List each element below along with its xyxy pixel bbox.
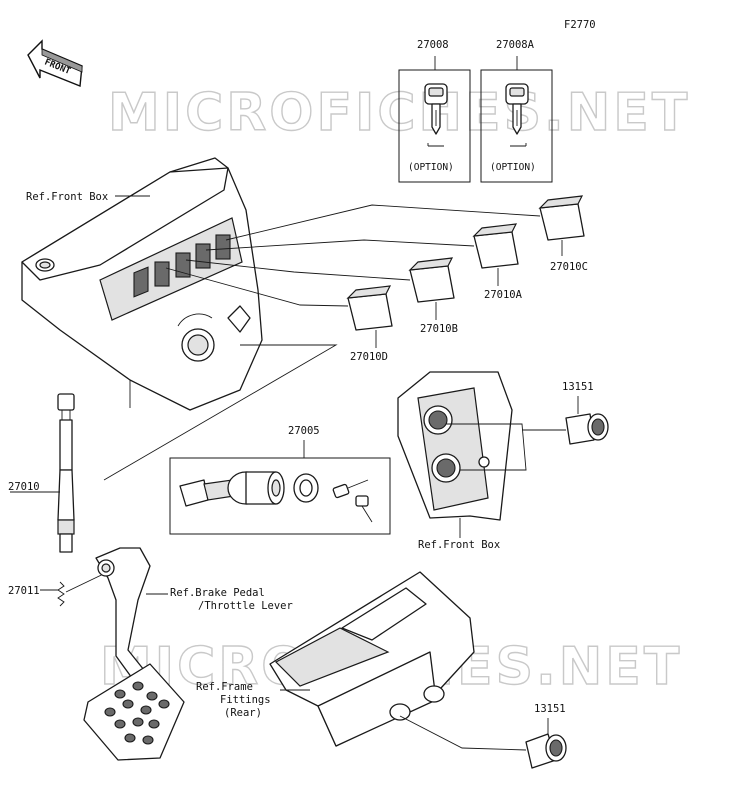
power-socket-bottom: [399, 715, 567, 769]
option-label-27008a: (OPTION): [490, 162, 536, 173]
ref-frame-3: (Rear): [224, 707, 262, 719]
part-label-27008a: 27008A: [496, 39, 535, 51]
rocker-switch-27010c: [538, 195, 585, 256]
ref-brake-pedal-1: Ref.Brake Pedal: [170, 587, 265, 599]
key-27008-box: [398, 56, 471, 183]
power-socket-top: [522, 396, 609, 445]
part-label-27010c: 27010C: [550, 261, 588, 273]
spring-27011: [40, 581, 65, 607]
figure-id: F2770: [564, 19, 596, 31]
option-label-27008: (OPTION): [408, 162, 454, 173]
part-label-27011: 27011: [8, 585, 40, 597]
ignition-box: [169, 440, 391, 535]
rocker-switch-27010b: [408, 257, 455, 320]
ref-front-box-top: Ref.Front Box: [26, 191, 108, 203]
part-label-27010b: 27010B: [420, 323, 458, 335]
key-icon: [332, 479, 373, 523]
ref-brake-pedal-2: /Throttle Lever: [198, 600, 293, 612]
part-label-27008: 27008: [417, 39, 449, 51]
key-icon: [505, 83, 529, 135]
key-icon: [424, 83, 448, 135]
ref-frame-2: Fittings: [220, 694, 271, 706]
part-label-13151-bottom: 13151: [534, 703, 566, 715]
part-label-27010a: 27010A: [484, 289, 523, 301]
watermark-top: MICROFICHES.NET: [108, 83, 690, 143]
part-label-27005: 27005: [288, 425, 320, 437]
part-label-27010: 27010: [8, 481, 40, 493]
ref-frame-1: Ref.Frame: [196, 681, 253, 693]
front-box-right-panel: [397, 371, 513, 538]
brake-pedal-assembly: [83, 547, 185, 761]
ref-front-box-right: Ref.Front Box: [418, 539, 500, 551]
key-27008a-box: [480, 56, 553, 183]
frame-fittings-rear: [269, 571, 475, 747]
rocker-switch-27010a: [472, 223, 519, 286]
rocker-switch-27010d: [346, 285, 393, 348]
switch-sensor-27010: [10, 393, 75, 553]
front-arrow-icon: FRONT: [27, 39, 83, 87]
part-label-13151-top: 13151: [562, 381, 594, 393]
pedal-holes: [104, 681, 170, 745]
part-label-27010d: 27010D: [350, 351, 388, 363]
